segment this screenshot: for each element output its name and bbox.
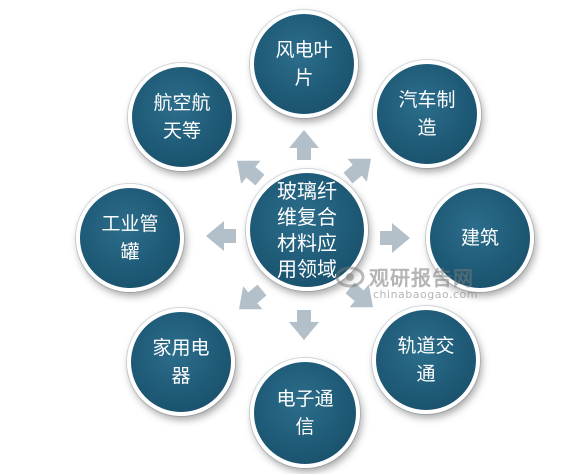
node-aerospace-label: 航空航天等 [153, 92, 211, 142]
node-auto: 汽车制造 [373, 60, 481, 168]
node-wind-blade: 风电叶片 [250, 10, 358, 118]
node-construction-label: 建筑 [460, 227, 499, 249]
watermark-title: 观研报告网 [369, 266, 474, 290]
arrow-upper-left [237, 160, 265, 186]
arrow-left [206, 221, 236, 251]
arrow-down [289, 310, 319, 340]
node-wind-blade-label: 风电叶片 [275, 39, 333, 89]
node-electronics-label: 电子通信 [276, 388, 334, 438]
node-rail: 轨道交通 [372, 306, 480, 414]
arrow-lower-left [239, 284, 267, 310]
node-pipes: 工业管罐 [76, 184, 184, 292]
arrow-up [289, 130, 319, 160]
node-aerospace: 航空航天等 [128, 63, 236, 171]
watermark-logo-icon [335, 266, 365, 288]
center-node: 玻璃纤维复合材料应用领域 [246, 169, 368, 291]
node-rail-label: 轨道交通 [397, 335, 455, 385]
arrow-right [380, 223, 410, 253]
center-label: 玻璃纤维复合材料应用领域 [277, 179, 337, 281]
node-auto-label: 汽车制造 [398, 89, 456, 139]
arrow-upper-right [343, 158, 371, 184]
node-electronics: 电子通信 [250, 358, 360, 468]
node-construction: 建筑 [426, 184, 534, 292]
node-pipes-label: 工业管罐 [101, 213, 159, 263]
node-appliances: 家用电器 [127, 308, 235, 416]
watermark: 观研报告网 chinabaogao.com [335, 262, 505, 304]
watermark-url: chinabaogao.com [373, 288, 478, 301]
arrow-lower-right [345, 282, 373, 308]
node-appliances-label: 家用电器 [152, 337, 210, 387]
